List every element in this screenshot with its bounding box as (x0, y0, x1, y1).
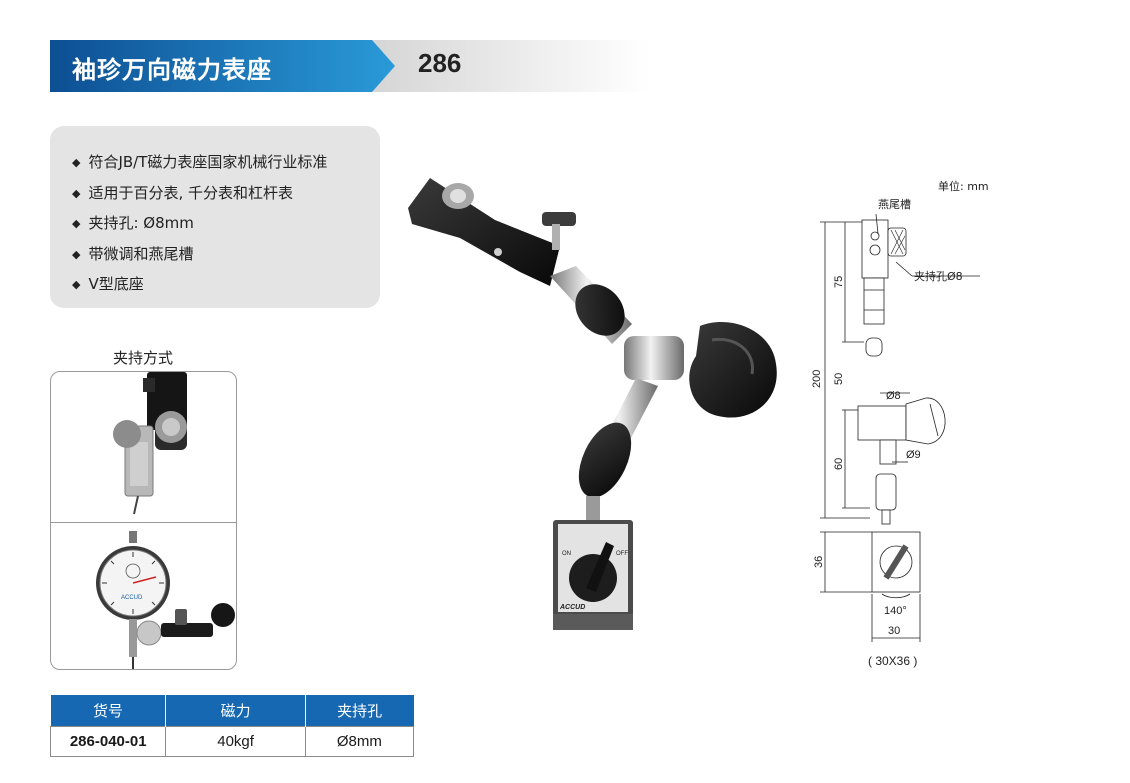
cell-item-no: 286-040-01 (49, 726, 167, 757)
hole-label: 夹持孔Ø8 (914, 269, 963, 283)
divider (51, 522, 236, 523)
dim-mid: 50 (833, 373, 845, 385)
table-header-row: 货号 磁力 夹持孔 (50, 695, 414, 727)
drawing-unit-label: 单位: mm (938, 180, 989, 193)
col-header-clamp-hole: 夹持孔 (304, 695, 414, 727)
dim-bore-9: Ø9 (906, 449, 921, 461)
feature-item: 带微调和燕尾槽 (72, 240, 380, 271)
clamp-method-box: ACCUD (50, 371, 237, 670)
feature-list-box: 符合JB/T磁力表座国家机械行业标准 适用于百分表, 千分表和杠杆表 夹持孔: … (50, 126, 380, 308)
dim-lower: 60 (833, 458, 845, 470)
cell-magnetic-force: 40kgf (165, 726, 306, 757)
dim-base: 36 (813, 556, 825, 568)
switch-off-label: OFF (616, 551, 628, 557)
base-brand-text: ACCUD (559, 604, 585, 611)
col-header-magnetic-force: 磁力 (165, 695, 306, 727)
dovetail-label: 燕尾槽 (878, 198, 911, 211)
dim-total: 200 (811, 370, 823, 388)
feature-item: 符合JB/T磁力表座国家机械行业标准 (72, 148, 380, 179)
technical-drawing: 燕尾槽 夹持孔Ø8 200 75 50 60 36 Ø8 Ø9 140° 30 (811, 198, 980, 642)
feature-item: V型底座 (72, 270, 380, 301)
product-photo-magnetic-stand: ON OFF ACCUD (408, 178, 777, 630)
page-title: 袖珍万向磁力表座 (72, 56, 272, 84)
feature-item: 夹持孔: Ø8mm (72, 209, 380, 240)
dim-angle: 140° (884, 605, 907, 617)
dial-brand-text: ACCUD (121, 595, 143, 601)
table-row: 286-040-01 40kgf Ø8mm (49, 726, 415, 757)
dim-width: 30 (888, 625, 900, 637)
feature-item: 适用于百分表, 千分表和杠杆表 (72, 179, 380, 210)
base-size-label: ( 30X36 ) (868, 654, 918, 668)
clamp-lever-indicator-image (113, 372, 187, 515)
cell-clamp-hole: Ø8mm (304, 726, 415, 757)
dim-bore-8: Ø8 (886, 390, 901, 402)
dim-top: 75 (833, 276, 845, 288)
clamp-dial-indicator-image: ACCUD (96, 531, 235, 669)
switch-on-label: ON (562, 551, 571, 557)
header-banner (50, 40, 650, 92)
col-header-item-no: 货号 (50, 695, 166, 727)
spec-table: 货号 磁力 夹持孔 286-040-01 40kgf Ø8mm (49, 695, 415, 757)
clamp-method-title: 夹持方式 (113, 349, 174, 367)
model-number: 286 (418, 48, 462, 78)
